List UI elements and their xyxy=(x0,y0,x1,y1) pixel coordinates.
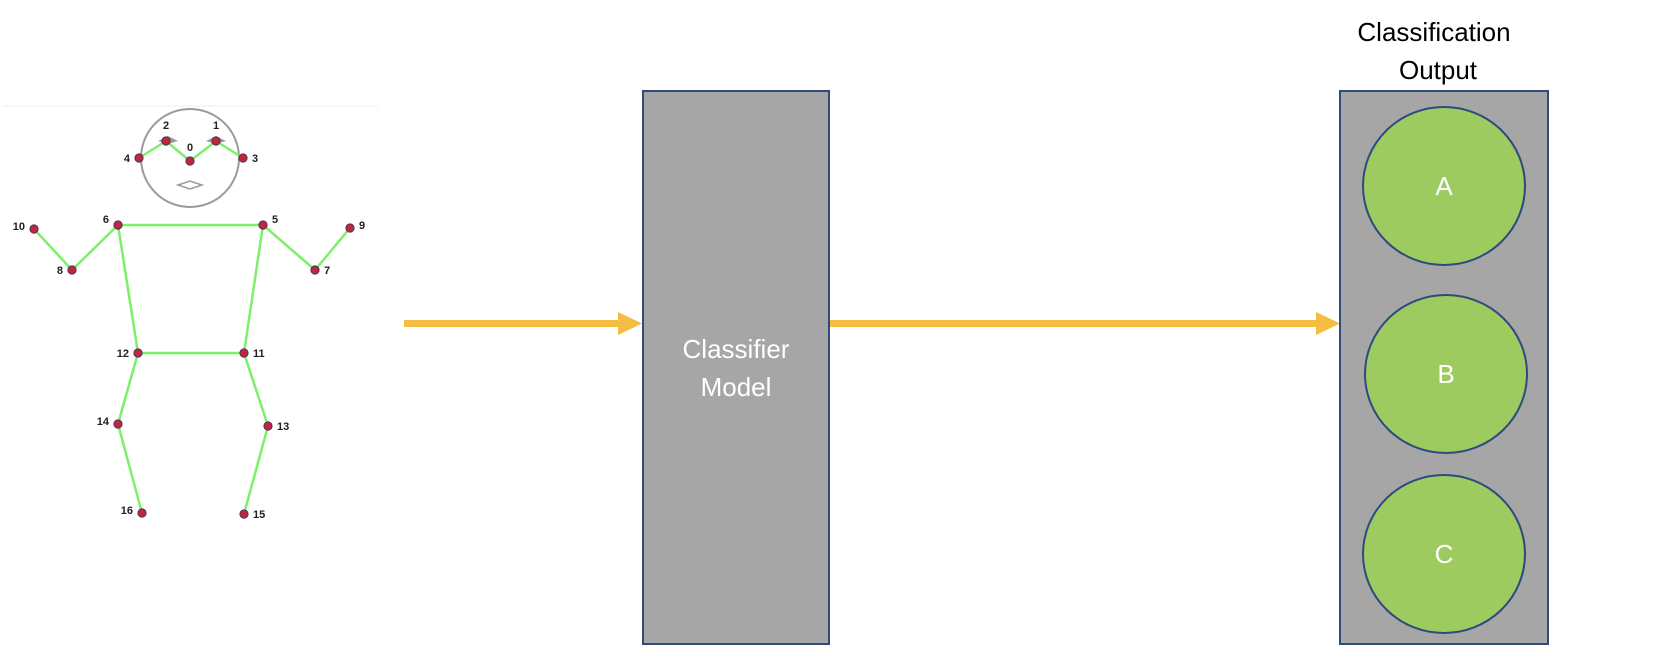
skeleton-bone xyxy=(116,423,144,514)
keypoint-7 xyxy=(310,265,320,275)
skeleton-bone xyxy=(242,224,265,354)
keypoint-8 xyxy=(67,265,77,275)
keypoint-label-1: 1 xyxy=(213,120,219,132)
skeleton-bone xyxy=(242,352,270,427)
keypoint-3 xyxy=(238,153,248,163)
output-title-line2: Output xyxy=(1399,55,1478,85)
keypoint-1 xyxy=(211,136,221,146)
mouth-icon xyxy=(175,180,205,190)
class-label-c: C xyxy=(1435,539,1454,569)
keypoint-label-6: 6 xyxy=(103,214,109,226)
classifier-block: Classifier Model xyxy=(642,90,830,645)
class-node-c xyxy=(1362,474,1526,634)
skeleton-bone xyxy=(189,140,217,162)
keypoint-label-0: 0 xyxy=(187,142,193,154)
class-label-b: B xyxy=(1437,359,1454,389)
skeleton-bone xyxy=(116,352,140,425)
keypoint-9 xyxy=(345,223,355,233)
keypoint-label-5: 5 xyxy=(272,214,278,226)
keypoint-label-2: 2 xyxy=(163,120,169,132)
skeleton-bone xyxy=(242,425,270,515)
keypoint-label-8: 8 xyxy=(57,265,63,277)
class-label-a: A xyxy=(1435,171,1453,201)
classifier-label-line1: Classifier xyxy=(683,334,790,364)
skeleton-bone xyxy=(71,224,119,271)
keypoint-label-14: 14 xyxy=(97,416,110,428)
class-node-b xyxy=(1364,294,1528,454)
skeleton-bone xyxy=(215,139,244,160)
keypoint-13 xyxy=(263,421,273,431)
keypoint-label-10: 10 xyxy=(13,221,25,233)
keypoint-10 xyxy=(29,224,39,234)
keypoint-label-13: 13 xyxy=(277,421,289,433)
output-block: A B C xyxy=(1339,90,1549,645)
keypoint-6 xyxy=(113,220,123,230)
skeleton-bone xyxy=(138,139,167,160)
keypoint-16 xyxy=(137,508,147,518)
skeleton-bone xyxy=(116,224,140,354)
keypoint-11 xyxy=(239,348,249,358)
keypoint-label-9: 9 xyxy=(359,220,365,232)
skeleton-bone xyxy=(165,140,191,162)
keypoint-2 xyxy=(161,136,171,146)
keypoint-5 xyxy=(258,220,268,230)
keypoint-label-3: 3 xyxy=(252,153,258,165)
skeleton-bone xyxy=(33,228,73,271)
keypoint-label-4: 4 xyxy=(124,153,131,165)
classifier-label-line2: Model xyxy=(701,372,772,402)
keypoint-14 xyxy=(113,419,123,429)
keypoint-15 xyxy=(239,509,249,519)
keypoint-0 xyxy=(185,156,195,166)
keypoint-label-7: 7 xyxy=(324,265,330,277)
keypoint-label-15: 15 xyxy=(253,509,265,521)
keypoint-12 xyxy=(133,348,143,358)
skeleton-bone xyxy=(262,224,316,271)
arrow-to-output xyxy=(830,312,1340,335)
keypoint-label-16: 16 xyxy=(121,505,133,517)
class-node-a xyxy=(1362,106,1526,266)
keypoint-4 xyxy=(134,153,144,163)
skeleton-bone xyxy=(314,227,351,271)
output-title-line1: Classification xyxy=(1357,17,1510,47)
arrow-to-classifier xyxy=(404,312,642,335)
keypoint-label-11: 11 xyxy=(253,348,265,360)
keypoint-label-12: 12 xyxy=(117,348,129,360)
